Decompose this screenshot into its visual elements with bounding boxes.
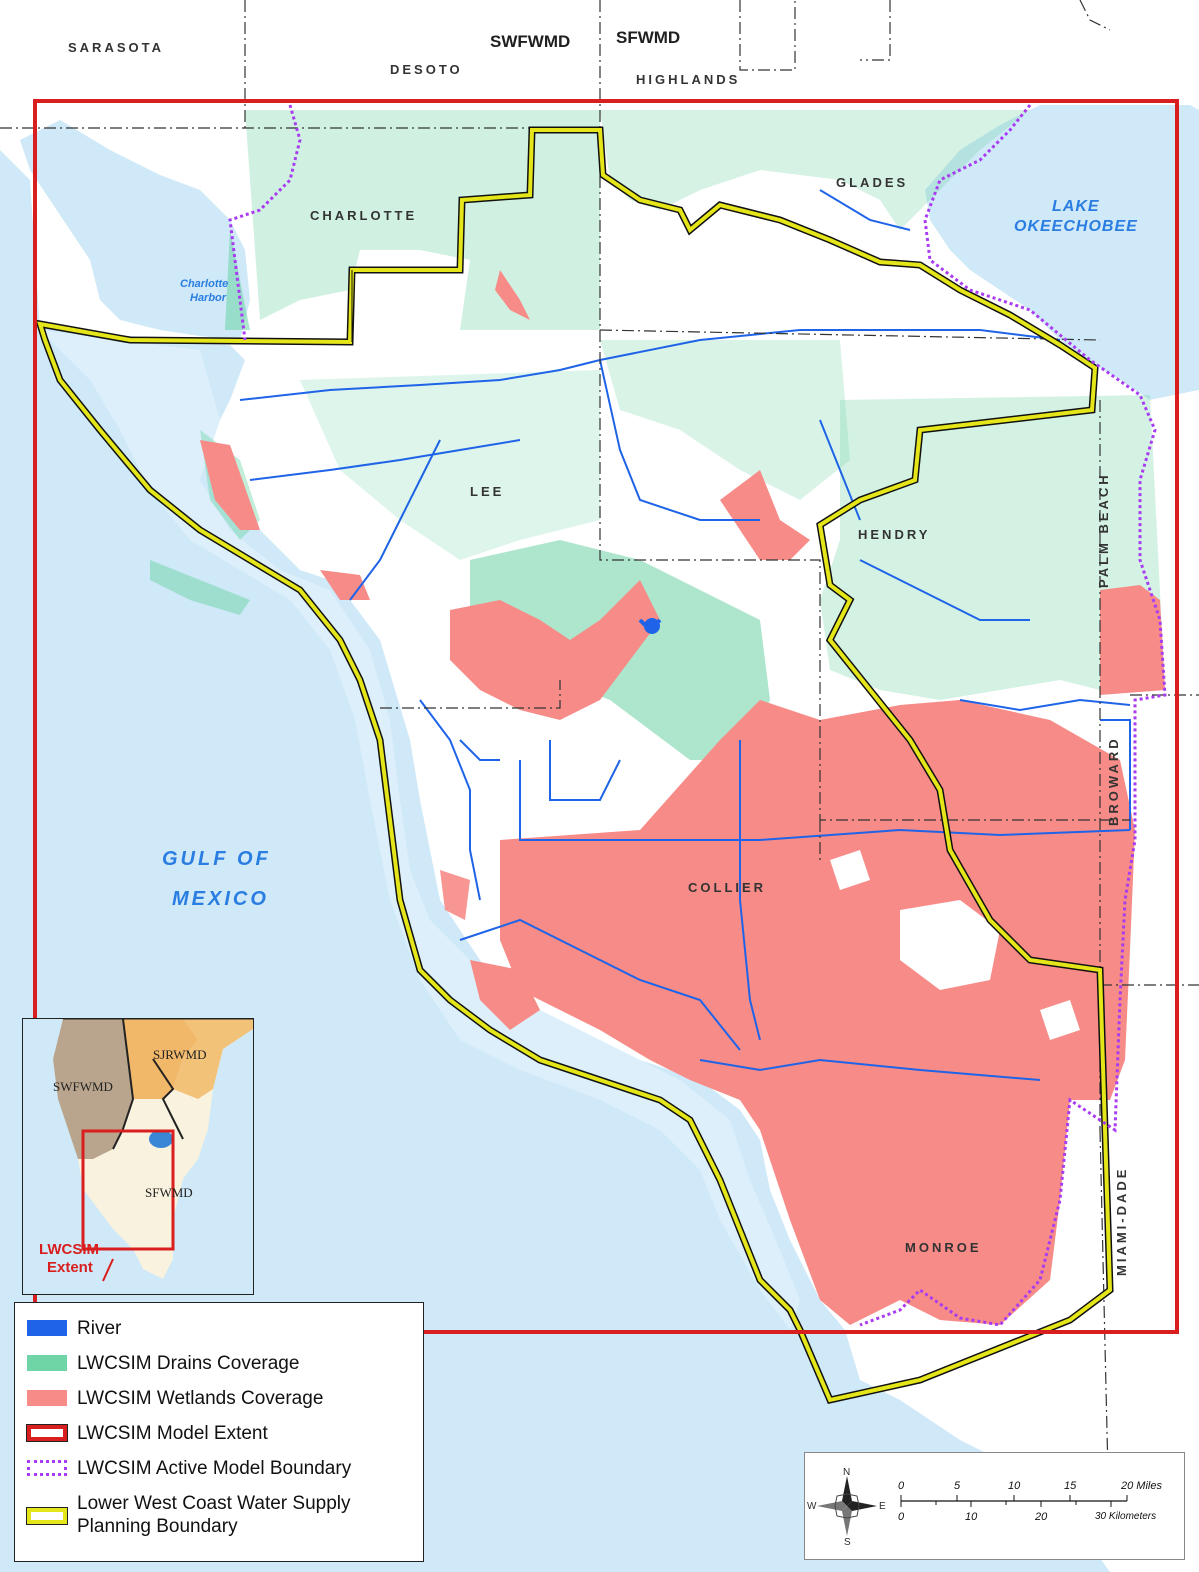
legend-label-active: LWCSIM Active Model Boundary	[77, 1458, 352, 1479]
inset-label-swfwmd: SWFWMD	[53, 1079, 113, 1094]
planning-boundary	[34, 126, 1114, 1405]
scale-km-tick: 20	[1035, 1511, 1048, 1523]
harbor-label-line1: Charlotte	[180, 278, 229, 290]
legend-item-drains: LWCSIM Drains Coverage	[27, 1352, 299, 1375]
county-label-monroe: MONROE	[905, 1240, 982, 1255]
legend-item-extent: LWCSIM Model Extent	[26, 1422, 268, 1445]
county-label-palm-beach: PALM BEACH	[1096, 472, 1111, 588]
legend-swatch-extent	[26, 1424, 68, 1442]
legend-label-drains: LWCSIM Drains Coverage	[77, 1353, 300, 1374]
north-arrow-s: S	[844, 1537, 851, 1548]
north-arrow-w: W	[807, 1501, 817, 1512]
legend-swatch-planning	[26, 1507, 68, 1525]
legend-label-planning-line2: Planning Boundary	[77, 1516, 238, 1537]
charlotte-harbor	[20, 120, 250, 340]
gulf-water	[0, 320, 1110, 1572]
lake-label-line1: LAKE	[1052, 198, 1100, 215]
district-label-swfwmd: SWFWMD	[490, 32, 571, 51]
district-label-sfwmd: SFWMD	[616, 28, 681, 47]
scale-miles-tick: 0	[898, 1480, 905, 1492]
county-label-desoto: DESOTO	[390, 62, 463, 77]
scale-miles-tick: 15	[1064, 1480, 1077, 1492]
legend-swatch-river	[27, 1320, 67, 1336]
north-arrow-n: N	[843, 1467, 851, 1478]
harbor-label-line2: Harbor	[190, 292, 227, 304]
inset-locator-map: SJRWMD SWFWMD SFWMD LWCSIM Extent	[22, 1018, 254, 1295]
legend-swatch-drains	[27, 1355, 67, 1371]
scale-km-tick: 0	[898, 1511, 905, 1523]
lake-okeechobee	[925, 105, 1199, 400]
model-extent	[33, 99, 1179, 1334]
gulf-of-mexico-water	[0, 150, 40, 370]
inset-label-sfwmd: SFWMD	[145, 1185, 193, 1200]
legend-label-wetlands: LWCSIM Wetlands Coverage	[77, 1388, 324, 1409]
rivers	[239, 189, 1131, 1081]
scale-miles-tick: 5	[954, 1480, 961, 1492]
scale-bar: N S E W 0 5 10 15 20 Miles 0 10 20 30 Ki…	[804, 1452, 1185, 1560]
legend-item-planning: Lower West Coast Water Supply Planning B…	[26, 1492, 351, 1538]
county-label-hendry: HENDRY	[858, 527, 931, 542]
inset-extent-label-line1: LWCSIM	[39, 1241, 99, 1258]
active-boundary	[228, 104, 1167, 1327]
scale-bar-canvas	[817, 1476, 1128, 1536]
legend-item-river: River	[27, 1317, 121, 1340]
legend: River LWCSIM Drains Coverage LWCSIM Wetl…	[14, 1302, 424, 1562]
gulf-label-line2: MEXICO	[172, 888, 269, 910]
inset-canvas	[23, 1019, 253, 1294]
drains-coverage	[150, 110, 1165, 760]
county-label-broward: BROWARD	[1106, 736, 1121, 826]
county-label-glades: GLADES	[836, 175, 909, 190]
gulf-label-line1: GULF OF	[162, 848, 271, 870]
inset-extent-label-line2: Extent	[47, 1259, 93, 1276]
scale-km-tick: 10	[965, 1511, 978, 1523]
county-label-miami-dade: MIAMI-DADE	[1114, 1166, 1129, 1276]
county-label-sarasota: SARASOTA	[68, 40, 164, 55]
inset-label-sjrwmd: SJRWMD	[153, 1047, 207, 1062]
legend-label-planning-line1: Lower West Coast Water Supply	[77, 1493, 351, 1514]
legend-swatch-active	[27, 1460, 67, 1476]
north-arrow-e: E	[879, 1501, 886, 1512]
north-arrow-icon	[817, 1476, 877, 1536]
legend-label-river: River	[77, 1318, 122, 1339]
lake-trafford	[644, 618, 660, 634]
legend-item-wetlands: LWCSIM Wetlands Coverage	[27, 1387, 323, 1410]
scale-miles-tick: 10	[1008, 1480, 1021, 1492]
county-label-collier: COLLIER	[688, 880, 767, 895]
legend-label-extent: LWCSIM Model Extent	[77, 1423, 268, 1444]
wetlands-coverage	[200, 270, 1165, 1325]
legend-swatch-wetlands	[27, 1390, 67, 1406]
county-label-charlotte: CHARLOTTE	[310, 208, 418, 223]
lake-label-line2: OKEECHOBEE	[1014, 218, 1138, 235]
legend-item-active: LWCSIM Active Model Boundary	[27, 1457, 351, 1480]
scale-km-tick: 30 Kilometers	[1095, 1511, 1157, 1522]
county-label-lee: LEE	[470, 484, 505, 499]
scale-miles-tick: 20 Miles	[1121, 1480, 1162, 1492]
county-label-highlands: HIGHLANDS	[636, 72, 741, 87]
